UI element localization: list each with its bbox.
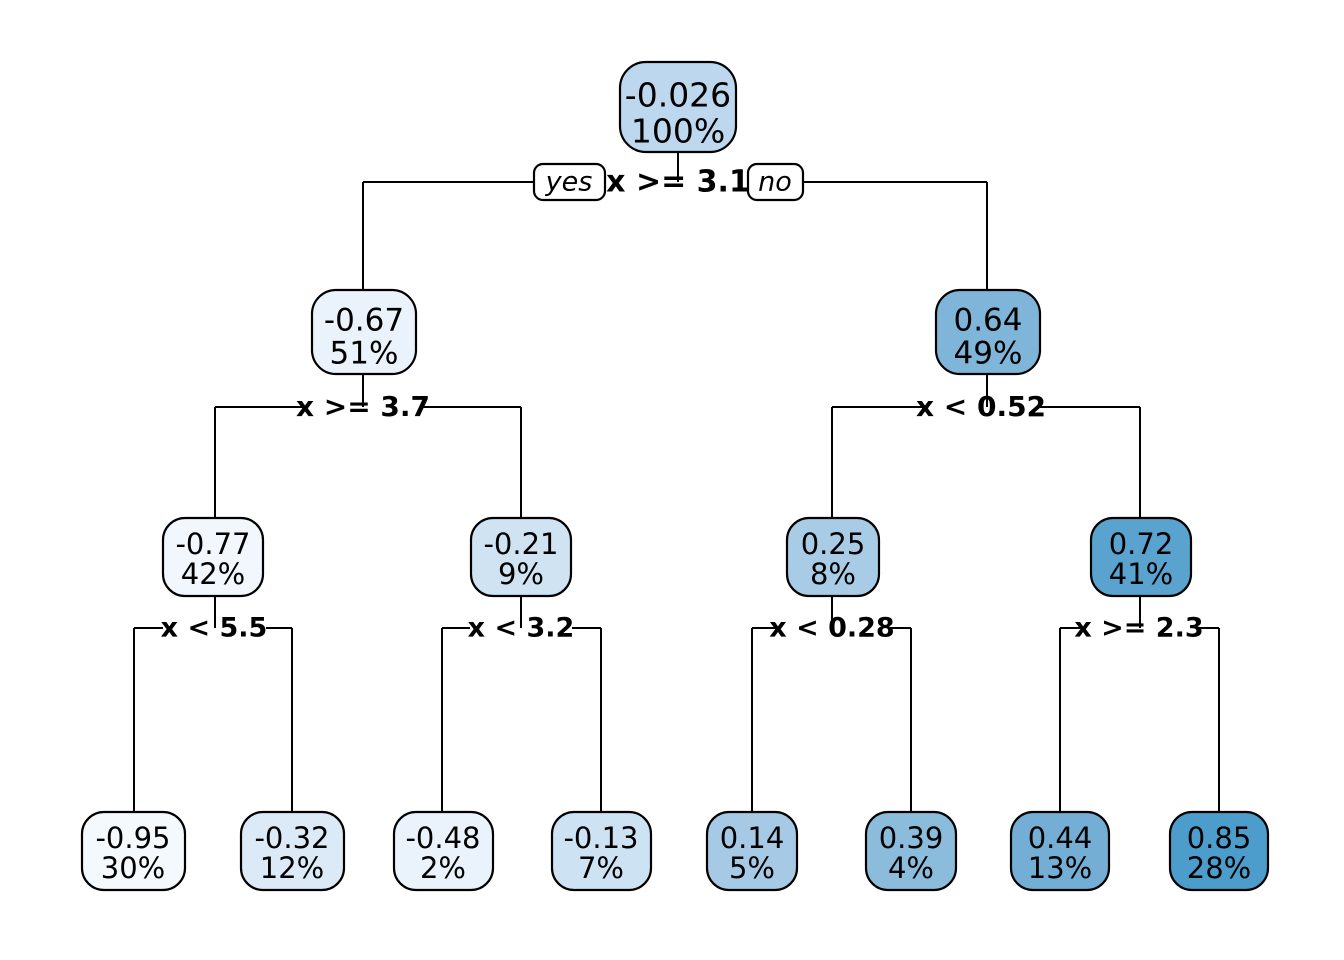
leaf-node-8[interactable]: 0.85 28% <box>1168 810 1270 892</box>
node-n4-box[interactable] <box>161 516 265 598</box>
split-n6-label: x < 0.28 <box>769 613 894 644</box>
connectors-group <box>133 150 1220 812</box>
node-n5-value: -0.21 <box>483 527 558 561</box>
yes-badge-label: yes <box>545 167 593 198</box>
leaf-node-3-value: -0.48 <box>405 821 480 855</box>
leaf-node-5-percent: 5% <box>729 851 775 885</box>
leaf-node-2-box[interactable] <box>239 810 346 892</box>
node-n7[interactable]: 0.72 41% <box>1089 516 1193 598</box>
leaf-node-2[interactable]: -0.32 12% <box>239 810 346 892</box>
split-right-label: x < 0.52 <box>916 390 1046 423</box>
leaf-node-4-value: -0.13 <box>563 821 638 855</box>
leaf-node-2-value: -0.32 <box>254 821 329 855</box>
node-n5[interactable]: -0.21 9% <box>469 516 573 598</box>
leaf-node-5-value: 0.14 <box>720 821 785 855</box>
leaf-node-7-percent: 13% <box>1028 851 1092 885</box>
node-root-box[interactable] <box>618 60 738 154</box>
node-n6-value: 0.25 <box>801 527 866 561</box>
node-n7-value: 0.72 <box>1109 527 1174 561</box>
node-n4-percent: 42% <box>181 557 245 591</box>
split-root-label: x >= 3.1 <box>606 165 750 200</box>
node-left-branch[interactable]: -0.67 51% <box>310 288 418 376</box>
split-n7-label: x >= 2.3 <box>1074 613 1203 644</box>
node-left-branch-box[interactable] <box>310 288 418 376</box>
leaf-node-1[interactable]: -0.95 30% <box>80 810 187 892</box>
node-root[interactable]: -0.026 100% <box>618 60 738 154</box>
leaf-node-4[interactable]: -0.13 7% <box>550 810 653 892</box>
leaf-node-6[interactable]: 0.39 4% <box>864 810 958 892</box>
leaf-node-6-value: 0.39 <box>879 821 944 855</box>
leaf-node-7[interactable]: 0.44 13% <box>1009 810 1111 892</box>
leaf-node-8-percent: 28% <box>1187 851 1251 885</box>
node-root-percent: 100% <box>631 112 725 151</box>
split-n4-label: x < 5.5 <box>161 613 268 644</box>
leaf-node-6-box[interactable] <box>864 810 958 892</box>
node-right-branch-percent: 49% <box>954 336 1023 372</box>
leaf-node-3[interactable]: -0.48 2% <box>392 810 495 892</box>
leaf-node-1-percent: 30% <box>101 851 165 885</box>
node-n6-box[interactable] <box>785 516 881 598</box>
node-n4-value: -0.77 <box>175 527 250 561</box>
node-n5-percent: 9% <box>498 557 544 591</box>
leaf-node-8-box[interactable] <box>1168 810 1270 892</box>
leaf-node-7-value: 0.44 <box>1028 821 1093 855</box>
leaf-node-1-box[interactable] <box>80 810 187 892</box>
leaf-node-6-percent: 4% <box>888 851 934 885</box>
leaf-node-5-box[interactable] <box>705 810 799 892</box>
node-n7-box[interactable] <box>1089 516 1193 598</box>
split-left-label: x >= 3.7 <box>296 390 430 423</box>
split-root: yes x >= 3.1 no <box>532 162 805 202</box>
leaf-node-7-box[interactable] <box>1009 810 1111 892</box>
leaf-node-3-percent: 2% <box>420 851 466 885</box>
leaf-node-5[interactable]: 0.14 5% <box>705 810 799 892</box>
leaf-node-1-value: -0.95 <box>95 821 170 855</box>
node-n5-box[interactable] <box>469 516 573 598</box>
node-right-branch-value: 0.64 <box>953 303 1022 339</box>
node-root-value: -0.026 <box>625 76 731 115</box>
leaf-node-4-box[interactable] <box>550 810 653 892</box>
no-badge-box <box>746 162 805 202</box>
no-badge-label: no <box>758 167 792 198</box>
node-n6-percent: 8% <box>810 557 856 591</box>
node-left-branch-percent: 51% <box>330 336 399 372</box>
node-left-branch-value: -0.67 <box>324 303 404 339</box>
leaf-node-3-box[interactable] <box>392 810 495 892</box>
leaf-node-4-percent: 7% <box>578 851 624 885</box>
split-n5-label: x < 3.2 <box>468 613 575 644</box>
node-n4[interactable]: -0.77 42% <box>161 516 265 598</box>
leaf-node-2-percent: 12% <box>260 851 324 885</box>
node-right-branch[interactable]: 0.64 49% <box>934 288 1042 376</box>
node-right-branch-box[interactable] <box>934 288 1042 376</box>
node-n7-percent: 41% <box>1109 557 1173 591</box>
leaf-node-8-value: 0.85 <box>1187 821 1252 855</box>
node-n6[interactable]: 0.25 8% <box>785 516 881 598</box>
yes-badge-box <box>532 162 607 202</box>
